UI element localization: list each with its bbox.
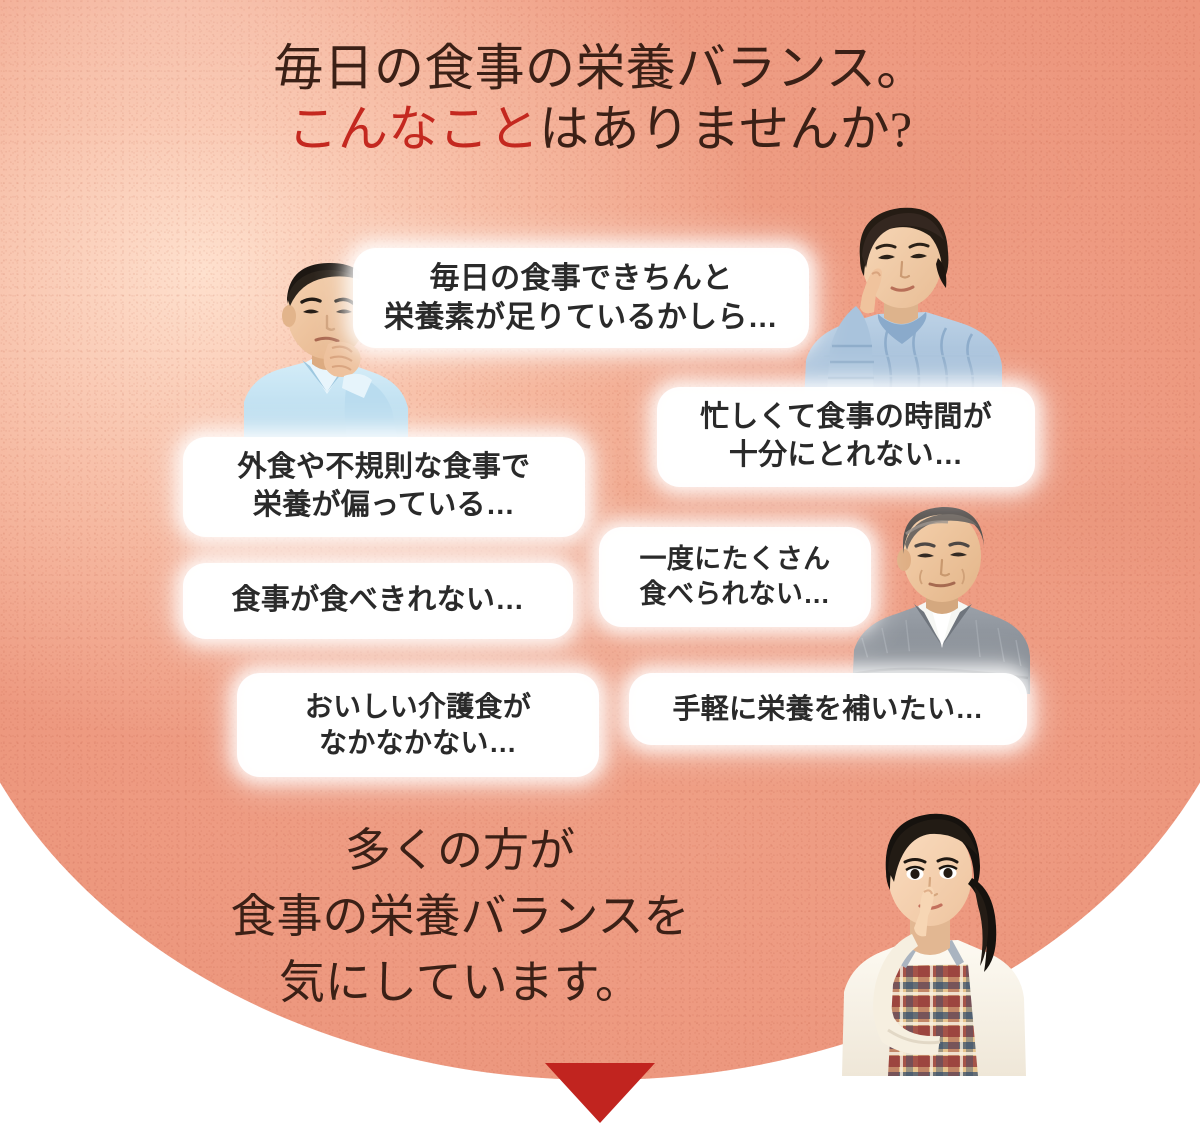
bubble-no-time-to-eat: 忙しくて食事の時間が 十分にとれない… [664,394,1028,480]
bubble-easy-nutrition-supplement: 手軽に栄養を補いたい… [636,680,1020,738]
bubble-unbalanced-diet-text: 外食や不規則な食事で 栄養が偏っている… [237,451,531,521]
bubble-easy-nutrition-supplement-text: 手軽に栄養を補いたい… [672,692,984,724]
bubble-cannot-finish-meal-text: 食事が食べきれない… [231,584,525,617]
page-title: 毎日の食事の栄養バランス。 こんなことはありませんか? [0,38,1200,160]
background-panel [0,0,1200,1080]
bubble-no-tasty-care-food-text: おいしい介護食が なかなかない… [304,690,532,758]
young-man-thinking-photo [232,252,422,452]
middle-aged-woman-thinking-photo [798,196,1010,404]
older-man-thinking-photo [848,498,1034,694]
closing-statement: 多くの方が 食事の栄養バランスを 気にしています。 [60,818,860,1017]
closing-line-3: 気にしています。 [278,957,642,1009]
background-color-wash [0,0,1200,1080]
young-woman-apron-thinking-photo [828,786,1034,1076]
closing-line-2: 食事の栄養バランスを [230,891,690,943]
bubble-nutrients-enough: 毎日の食事できちんと 栄養素が足りているかしら… [360,255,802,341]
scroll-down-arrow [545,1063,655,1125]
background-paper-texture [0,0,1200,1080]
headline-line-2: こんなことはありませんか? [0,99,1200,160]
bubble-cannot-finish-meal: 食事が食べきれない… [190,570,566,632]
closing-line-1: 多くの方が [345,825,575,876]
bubble-unbalanced-diet: 外食や不規則な食事で 栄養が偏っている… [190,444,578,530]
scroll-down-arrow-icon [545,1063,655,1123]
headline-line-1: 毎日の食事の栄養バランス。 [273,40,927,96]
headline-accent-text: こんなこと [287,101,540,157]
bubble-nutrients-enough-text: 毎日の食事できちんと 栄養素が足りているかしら… [384,262,778,334]
bubble-no-time-to-eat-text: 忙しくて食事の時間が 十分にとれない… [699,401,993,471]
headline-line-2-rest: はありませんか? [539,101,913,157]
bubble-cannot-eat-much-at-once-text: 一度にたくさん 食べられない… [639,543,831,609]
bubble-no-tasty-care-food: おいしい介護食が なかなかない… [244,680,592,770]
bubble-cannot-eat-much-at-once: 一度にたくさん 食べられない… [606,534,864,620]
